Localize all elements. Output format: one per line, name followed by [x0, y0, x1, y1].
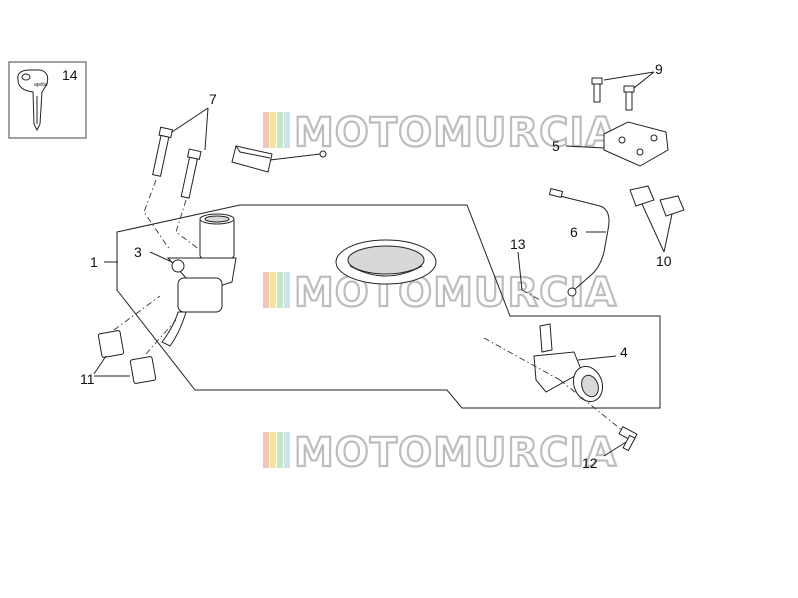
- callout-10[interactable]: 9: [655, 61, 663, 77]
- leader-3: [149, 251, 173, 263]
- screw-head: [623, 85, 635, 93]
- watermark-top: MOTOMURCIA: [263, 109, 617, 157]
- watermark-text: MOTOMURCIA: [294, 270, 617, 316]
- callout-13[interactable]: 13: [510, 236, 526, 252]
- key-part-14[interactable]: aprilia: [8, 61, 87, 139]
- key-logo-text: aprilia: [34, 82, 48, 88]
- leader-4: [577, 355, 617, 361]
- leader-10: [603, 71, 655, 89]
- bracket-hole: [650, 134, 658, 142]
- watermark-stripe: [277, 272, 283, 308]
- clip: [659, 195, 685, 217]
- screw-shank: [622, 434, 636, 452]
- screw-part-12[interactable]: [618, 426, 638, 452]
- watermark-stripe: [263, 272, 269, 308]
- key-icon: [17, 69, 49, 132]
- leader-9: [93, 355, 130, 377]
- bracket-plate: [603, 121, 669, 167]
- fuel-cap[interactable]: [335, 239, 437, 285]
- watermark-stripe: [270, 272, 276, 308]
- ignition-switch[interactable]: [161, 213, 237, 347]
- callout-3[interactable]: 3: [134, 244, 142, 260]
- watermark-stripe: [270, 112, 276, 148]
- cable-part-6[interactable]: [548, 188, 610, 297]
- fuel-cap-lip: [349, 265, 423, 277]
- switch-slot: [204, 215, 230, 223]
- callout-4[interactable]: 4: [620, 344, 628, 360]
- switch-wire: [161, 311, 187, 347]
- ring-cover-edge: [235, 145, 271, 159]
- screw-shank: [180, 156, 198, 199]
- screw-shank: [593, 83, 601, 103]
- watermark-stripe: [277, 432, 283, 468]
- leader-7: [171, 107, 209, 151]
- axis-line: [143, 179, 201, 251]
- callout-7[interactable]: 7: [209, 91, 217, 107]
- bracket-hole: [636, 148, 644, 156]
- spacer-part-9[interactable]: [97, 330, 157, 384]
- callout-5[interactable]: 5: [552, 138, 560, 154]
- callout-6[interactable]: 6: [570, 224, 578, 240]
- lock-lever: [539, 323, 553, 353]
- axis-line: [521, 289, 541, 301]
- bracket-part-5[interactable]: [603, 121, 669, 167]
- leader-11: [641, 203, 673, 253]
- lock-keyhole: [581, 374, 599, 398]
- lock-body: [533, 351, 583, 393]
- watermark-bottom: MOTOMURCIA: [263, 429, 617, 477]
- callout-1[interactable]: 1: [90, 254, 98, 270]
- leader-12: [603, 441, 627, 457]
- screw-head: [591, 77, 603, 85]
- watermark-stripe: [284, 272, 290, 308]
- cable-terminal: [567, 287, 577, 297]
- axis-line: [113, 295, 177, 355]
- watermark-stripe: [263, 432, 269, 468]
- bracket-hole: [618, 136, 626, 144]
- seat-lock-part-4[interactable]: [533, 323, 607, 406]
- key-hole: [21, 73, 31, 81]
- cable-wire: [551, 193, 610, 291]
- axis-line: [483, 337, 635, 441]
- screw-part-10[interactable]: [591, 77, 635, 111]
- callout-14[interactable]: 14: [62, 67, 78, 83]
- leader-13: [517, 251, 523, 291]
- spacer: [97, 330, 125, 358]
- screw-shank: [152, 134, 170, 177]
- watermark-text: MOTOMURCIA: [294, 430, 617, 476]
- clip: [629, 185, 655, 207]
- watermark-stripe: [270, 432, 276, 468]
- spacer: [129, 356, 157, 384]
- cable-end: [548, 188, 564, 198]
- watermark-stripe: [284, 112, 290, 148]
- o-ring[interactable]: [319, 150, 327, 158]
- watermark-stripe: [263, 112, 269, 148]
- watermark-stripe: [277, 112, 283, 148]
- callout-9[interactable]: 11: [80, 371, 95, 387]
- callout-11[interactable]: 10: [656, 253, 672, 269]
- watermark-stripe: [284, 432, 290, 468]
- watermark-middle: MOTOMURCIA: [263, 269, 617, 317]
- switch-bolt: [171, 259, 185, 273]
- screw-shank: [625, 91, 633, 111]
- ring-cover[interactable]: [231, 145, 273, 173]
- leader-5: [565, 145, 605, 149]
- screw-part-7[interactable]: [151, 126, 202, 199]
- callout-12[interactable]: 12: [582, 455, 598, 471]
- clip-part-11[interactable]: [629, 185, 685, 217]
- kit-outline: [116, 204, 661, 409]
- fuel-cap-inner: [347, 245, 425, 275]
- watermark-text: MOTOMURCIA: [294, 110, 617, 156]
- switch-housing: [177, 277, 223, 313]
- leader-ring: [269, 153, 321, 161]
